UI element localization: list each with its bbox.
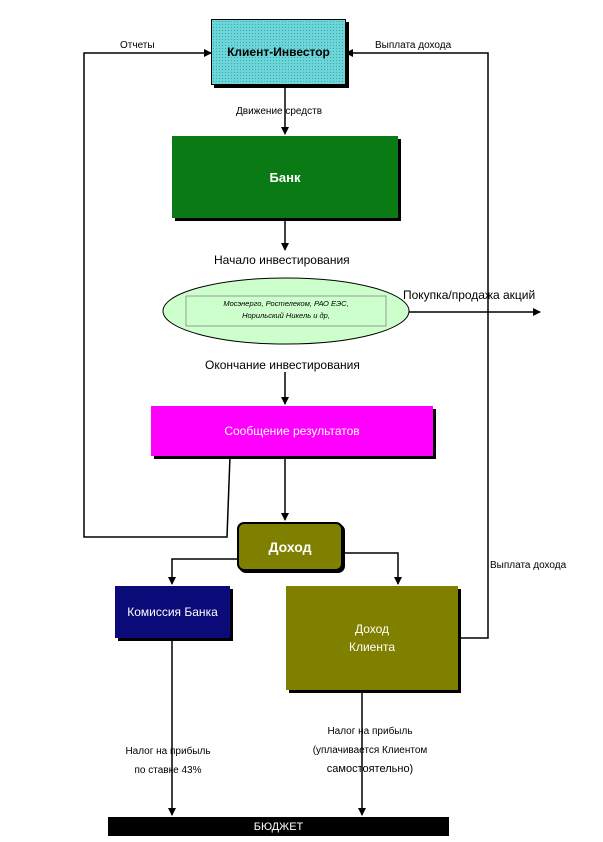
results-message-box: Сообщение результатов xyxy=(151,406,433,456)
arrow-reports-loop xyxy=(83,49,231,538)
companies-text: Мосэнерго, Ростелеком, РАО ЕЭС, Норильск… xyxy=(190,298,382,322)
buy-sell-shares-label: Покупка/продажа акций xyxy=(403,288,536,302)
income-label: Доход xyxy=(268,538,312,555)
companies-line2: Норильский Никель и др, xyxy=(242,311,330,320)
results-message-label: Сообщение результатов xyxy=(224,424,360,438)
client-income-box: Доход Клиента xyxy=(286,586,458,690)
profit-tax-left-line2: по ставке 43% xyxy=(134,765,202,776)
arrow-income-to-client-income xyxy=(343,552,402,585)
income-box: Доход xyxy=(237,522,343,571)
companies-text-frame xyxy=(185,295,387,327)
profit-tax-right-label: Налог на прибыль (уплачивается Клиентом … xyxy=(295,722,445,779)
client-investor-label: Клиент-Инвестор xyxy=(227,45,330,59)
budget-box: БЮДЖЕТ xyxy=(108,817,449,836)
arrow-income-payment-loop xyxy=(345,49,489,639)
companies-ellipse xyxy=(162,277,410,345)
profit-tax-right-line3: самостоятельно) xyxy=(326,763,414,775)
client-income-label-line1: Доход xyxy=(354,622,390,636)
profit-tax-left-line1: Налог на прибыль xyxy=(125,746,211,757)
companies-line1: Мосэнерго, Ростелеком, РАО ЕЭС, xyxy=(223,299,349,308)
budget-label: БЮДЖЕТ xyxy=(253,820,304,833)
investment-start-label: Начало инвестирования xyxy=(214,253,350,267)
bank-box: Банк xyxy=(172,136,398,218)
funds-movement-label: Движение средств xyxy=(236,106,323,117)
profit-tax-left-label: Налог на прибыль по ставке 43% xyxy=(108,742,228,780)
bank-label: Банк xyxy=(269,169,301,185)
profit-tax-right-line1: Налог на прибыль xyxy=(327,726,413,737)
profit-tax-right-line2: (уплачивается Клиентом xyxy=(312,745,428,756)
income-payment-top-label: Выплата дохода xyxy=(375,40,452,51)
bank-commission-label: Комиссия Банка xyxy=(127,605,218,619)
income-payment-side-label: Выплата дохода xyxy=(490,560,567,571)
bank-commission-box: Комиссия Банка xyxy=(115,586,230,638)
investment-end-label: Окончание инвестирования xyxy=(205,358,360,372)
client-income-label-line2: Клиента xyxy=(348,640,396,654)
reports-label: Отчеты xyxy=(120,40,155,51)
arrow-income-to-commission xyxy=(168,558,237,585)
client-investor-box: Клиент-Инвестор xyxy=(211,19,346,85)
